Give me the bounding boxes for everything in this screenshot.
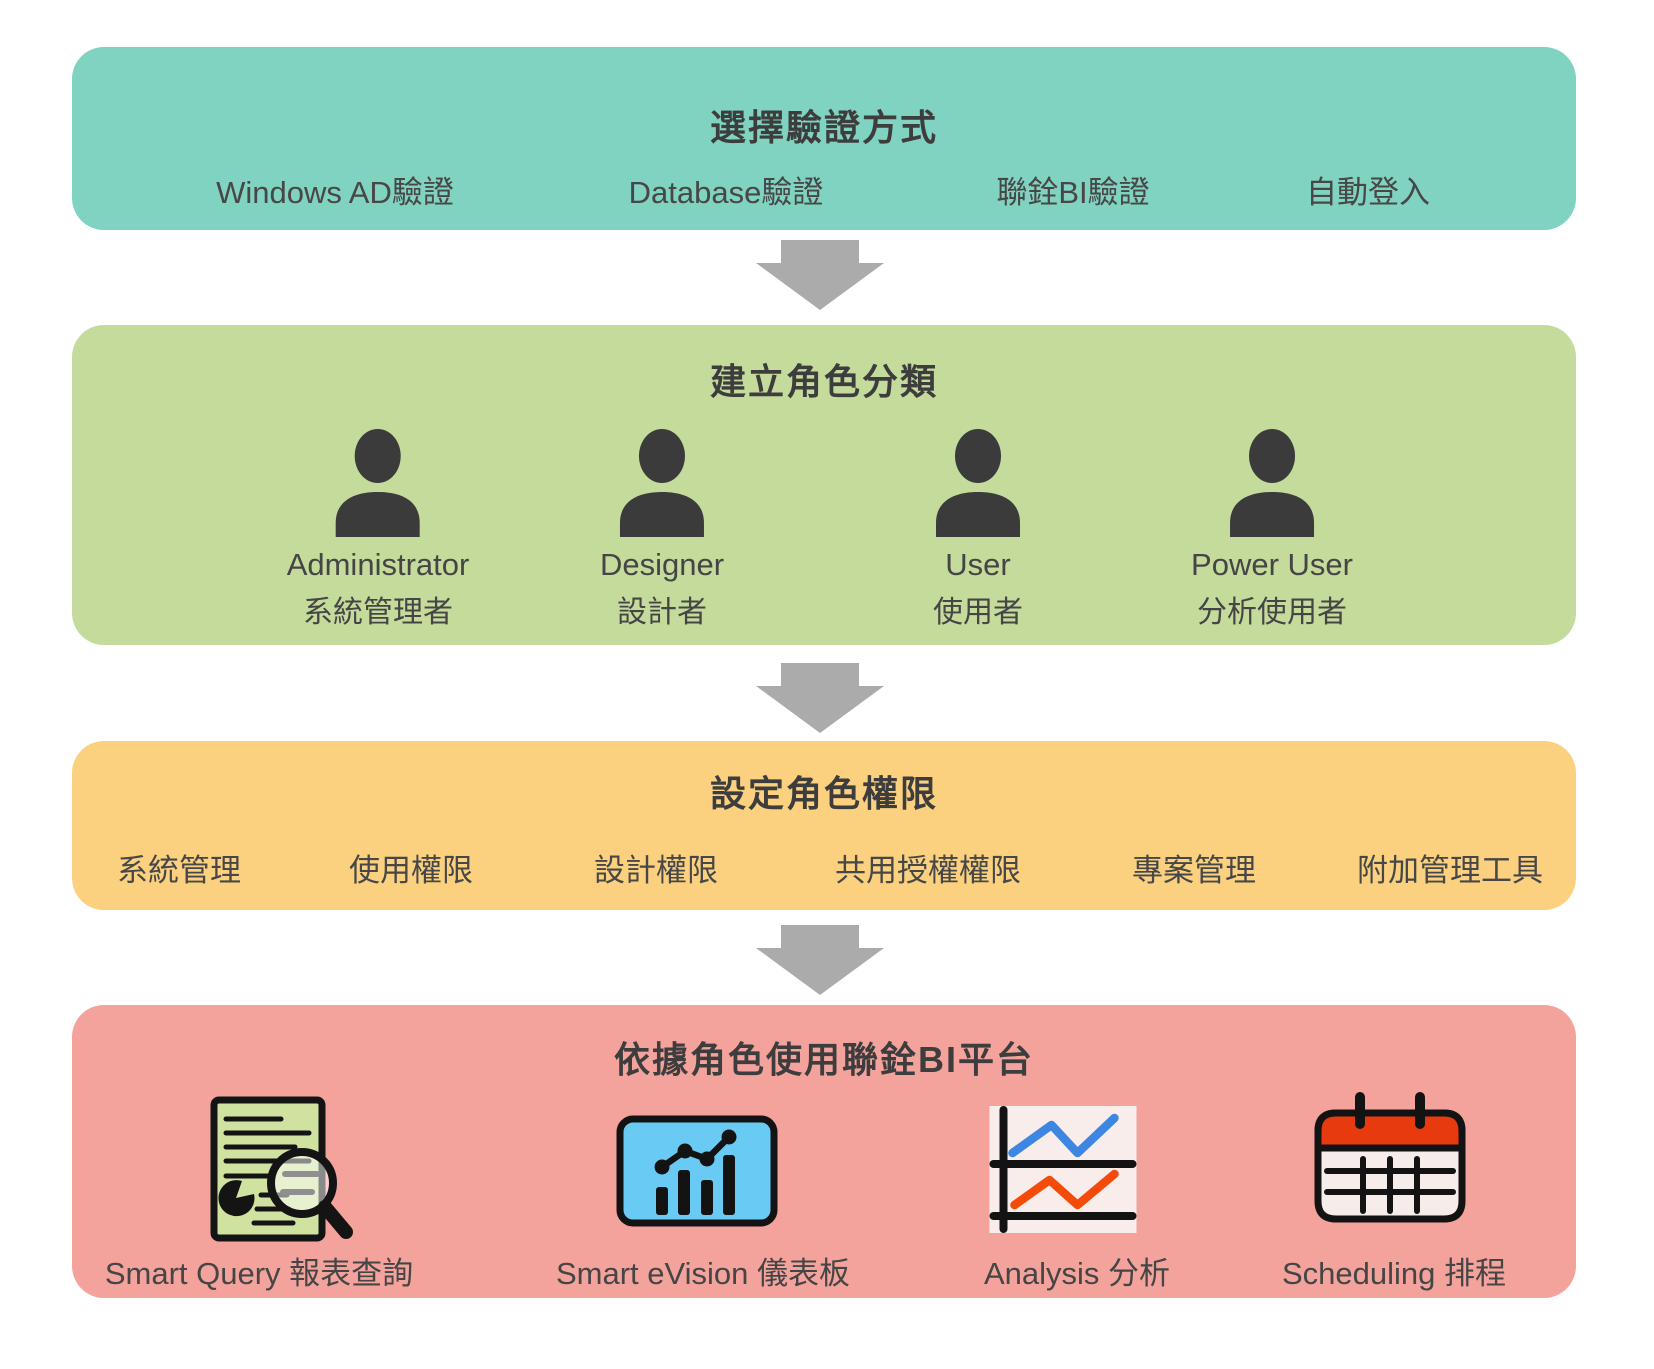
auth-item-windows-ad: Windows AD驗證 [216,175,454,210]
down-arrow-icon [756,925,884,995]
line-chart-icon [989,1106,1137,1233]
down-arrow-icon [756,663,884,733]
role-user: User 使用者 [928,429,1028,631]
section-roles-title: 建立角色分類 [709,361,938,402]
calendar-icon [1314,1092,1466,1223]
section-platform: 依據角色使用聯銓BI平台 [72,1005,1576,1298]
role-administrator: Administrator 系統管理者 [286,429,470,631]
auth-item-bi: 聯銓BI驗證 [996,175,1150,210]
role-name-zh: 系統管理者 [302,596,453,629]
app-label-scheduling: Scheduling 排程 [1281,1256,1507,1291]
person-icon [620,429,704,537]
perm-item-shared-auth: 共用授權權限 [835,853,1021,888]
down-arrow-icon [756,240,884,310]
role-name: User [945,547,1011,582]
person-icon [936,429,1020,537]
auth-item-database: Database驗證 [628,175,824,210]
auth-item-auto-login: 自動登入 [1306,175,1430,210]
perm-item-usage: 使用權限 [349,853,473,888]
section-roles: 建立角色分類 Administrator 系統管理者 Designer 設計者 … [72,325,1576,645]
perm-item-project: 專案管理 [1132,853,1256,888]
section-platform-title: 依據角色使用聯銓BI平台 [613,1039,1034,1080]
section-permissions: 設定角色權限 系統管理 使用權限 設計權限 共用授權權限 專案管理 附加管理工具 [72,741,1576,910]
role-name: Designer [599,547,725,582]
report-search-icon [210,1096,353,1242]
section-auth: 選擇驗證方式 Windows AD驗證 Database驗證 聯銓BI驗證 自動… [72,47,1576,230]
person-icon [1230,429,1314,537]
role-name-zh: 分析使用者 [1197,596,1347,629]
app-label-smart-query: Smart Query 報表查詢 [104,1256,414,1291]
perm-item-design: 設計權限 [594,853,718,888]
role-name: Power User [1191,547,1353,582]
role-name: Administrator [286,547,470,582]
section-auth-title: 選擇驗證方式 [709,107,938,148]
role-designer: Designer 設計者 [600,429,724,631]
app-label-smart-evision: Smart eVision 儀表板 [555,1256,851,1291]
role-power-user: Power User 分析使用者 [1191,429,1353,631]
perm-item-extra-tools: 附加管理工具 [1357,853,1543,888]
person-icon [335,429,420,537]
section-permissions-title: 設定角色權限 [709,773,938,814]
role-name-zh: 使用者 [933,596,1023,629]
role-name-zh: 設計者 [617,596,707,629]
perm-item-system: 系統管理 [117,853,241,888]
bar-chart-dashboard-icon [616,1115,778,1227]
app-label-analysis: Analysis 分析 [983,1256,1171,1291]
